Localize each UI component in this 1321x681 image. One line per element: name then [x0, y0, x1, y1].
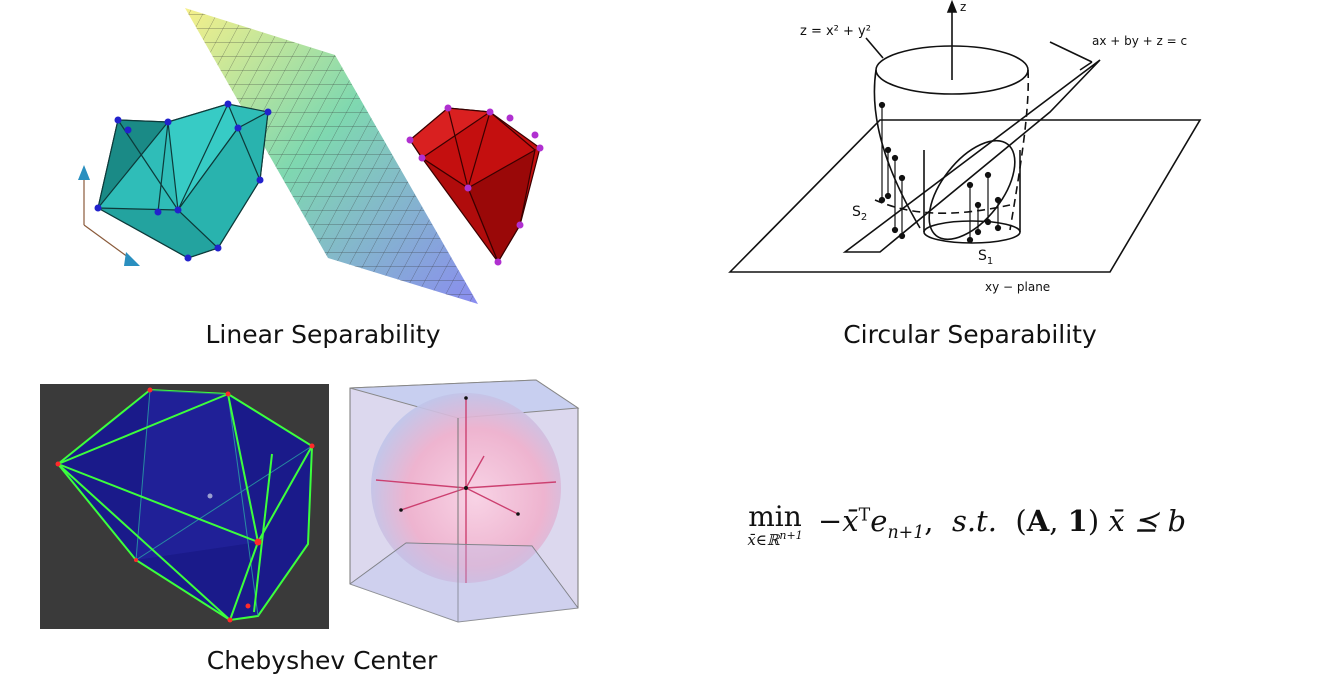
paraboloid-right-side [1009, 69, 1030, 231]
label-s1: S1 [978, 248, 994, 267]
chebyshev-polytope-figure [40, 384, 329, 629]
chebyshev-polytope-svg [55, 387, 315, 623]
intersection-ellipse [928, 139, 1016, 241]
label-plane: ax + by + z = c [1092, 34, 1188, 48]
label-z-axis: z [960, 0, 967, 14]
caption-circular-separability: Circular Separability [843, 320, 1097, 349]
formula-body: −x̄Ten+1, s.t. (A, 1) x̄ ⪯ b [818, 504, 1187, 543]
projected-circle [923, 220, 1021, 244]
chebyshev-lp-formula: min x̄∈ℝn+1 −x̄Ten+1, s.t. (A, 1) x̄ ⪯ b [738, 500, 1298, 570]
axes-gizmo [78, 165, 140, 266]
cyan-polytope [94, 100, 272, 262]
chebyshev-sphere-svg [349, 379, 580, 623]
separating-plane [185, 8, 478, 304]
plane-label-pointer [1049, 41, 1093, 63]
z-axis-arrow [946, 0, 958, 13]
linear-separability-svg [78, 8, 544, 304]
formula-min-block: min x̄∈ℝn+1 [738, 500, 812, 549]
xy-plane [728, 119, 1202, 273]
chebyshev-sphere-figure [346, 378, 582, 623]
caption-chebyshev-center: Chebyshev Center [206, 646, 438, 675]
paraboloid-label-pointer [865, 37, 884, 59]
circular-separability-svg [728, 0, 1202, 273]
formula-min-subscript: x̄∈ℝn+1 [747, 529, 803, 549]
linear-separability-figure [70, 0, 560, 310]
points-s1 [966, 171, 1002, 244]
separating-plane-circular [842, 59, 1101, 253]
label-paraboloid: z = x² + y² [800, 24, 871, 39]
points-s2 [878, 101, 906, 240]
circular-separability-figure: z z = x² + y² ax + by + z = c S2 S1 xy −… [720, 0, 1220, 305]
formula-min-operator: min [748, 500, 802, 533]
red-polytope [406, 104, 544, 266]
label-s2: S2 [852, 204, 868, 223]
label-xy-plane: xy − plane [985, 280, 1051, 294]
caption-linear-separability: Linear Separability [205, 320, 441, 349]
paraboloid-left-side [873, 69, 921, 229]
chebyshev-center-point [207, 493, 213, 499]
